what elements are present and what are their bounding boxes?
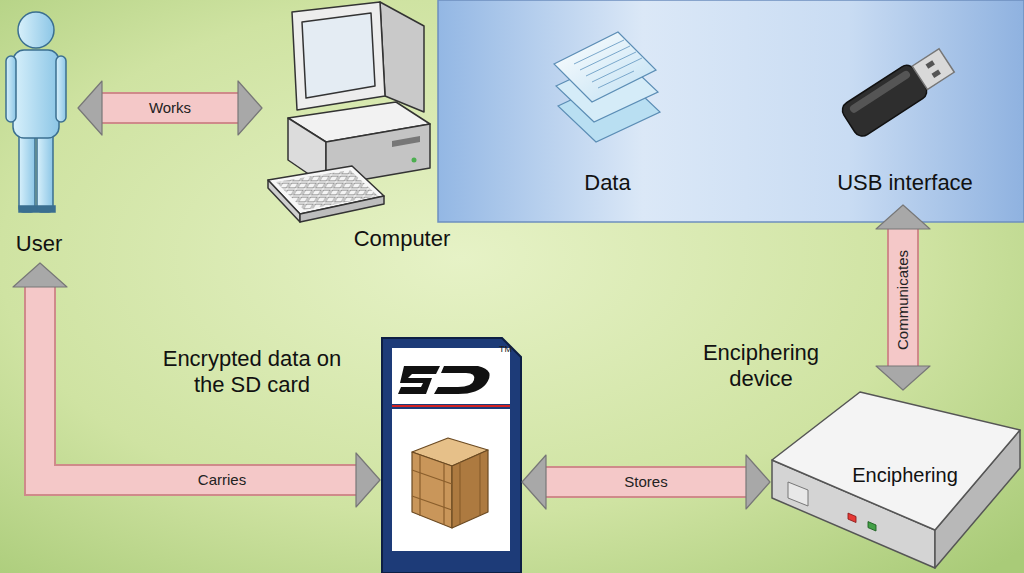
sd-card bbox=[382, 338, 521, 573]
user-node: User bbox=[0, 5, 78, 263]
enciphering-node: Enciphering deviceEnciphering bbox=[770, 390, 1022, 572]
arrow-body bbox=[543, 468, 749, 496]
arrow-body bbox=[40, 284, 359, 480]
arrow-body bbox=[889, 226, 917, 369]
trademark-mark: TM bbox=[499, 344, 512, 354]
arrow-head bbox=[746, 455, 770, 509]
fat-arrow bbox=[78, 81, 262, 135]
arrow-outline bbox=[40, 284, 359, 480]
usb-node: USB interface bbox=[830, 20, 980, 205]
sd-card-node: Encrypted data on the SD card bbox=[380, 336, 522, 573]
fat-arrow bbox=[13, 263, 380, 507]
computer-node: Computer bbox=[262, 0, 532, 262]
arrow-outline bbox=[99, 92, 241, 124]
node-label: USB interface bbox=[820, 170, 990, 196]
device-label: Enciphering bbox=[842, 463, 968, 487]
computer-icon bbox=[268, 2, 430, 222]
node-label: Computer bbox=[302, 226, 502, 252]
arrow-body bbox=[99, 94, 241, 122]
computer-panel bbox=[438, 0, 1024, 222]
arrow-label: Stores bbox=[624, 473, 667, 491]
user-figure bbox=[6, 12, 66, 212]
data-node: Data bbox=[545, 20, 670, 205]
fat-arrow bbox=[876, 205, 930, 390]
arrow-head bbox=[13, 263, 67, 287]
usb-stick bbox=[839, 44, 957, 139]
crate-icon bbox=[412, 438, 488, 528]
arrow-label: Carries bbox=[198, 471, 246, 489]
fat-arrow bbox=[522, 455, 770, 509]
arrow-label: Communicates bbox=[894, 250, 912, 350]
arrow-head bbox=[238, 81, 262, 135]
arrow-outline bbox=[543, 466, 749, 498]
arrow-label: Works bbox=[149, 99, 191, 117]
node-label: Enciphering device bbox=[686, 340, 836, 393]
data-documents bbox=[554, 32, 660, 142]
arrow-head bbox=[876, 205, 930, 229]
arrow-outline bbox=[887, 226, 919, 369]
arrow-head bbox=[522, 455, 546, 509]
arrow-head bbox=[876, 366, 930, 390]
node-label: User bbox=[0, 231, 88, 257]
arrow-head bbox=[356, 453, 380, 507]
node-label: Data bbox=[545, 170, 670, 196]
node-label: Encrypted data on the SD card bbox=[162, 346, 342, 399]
enciphering-device bbox=[772, 392, 1020, 568]
arrow-head bbox=[78, 81, 102, 135]
